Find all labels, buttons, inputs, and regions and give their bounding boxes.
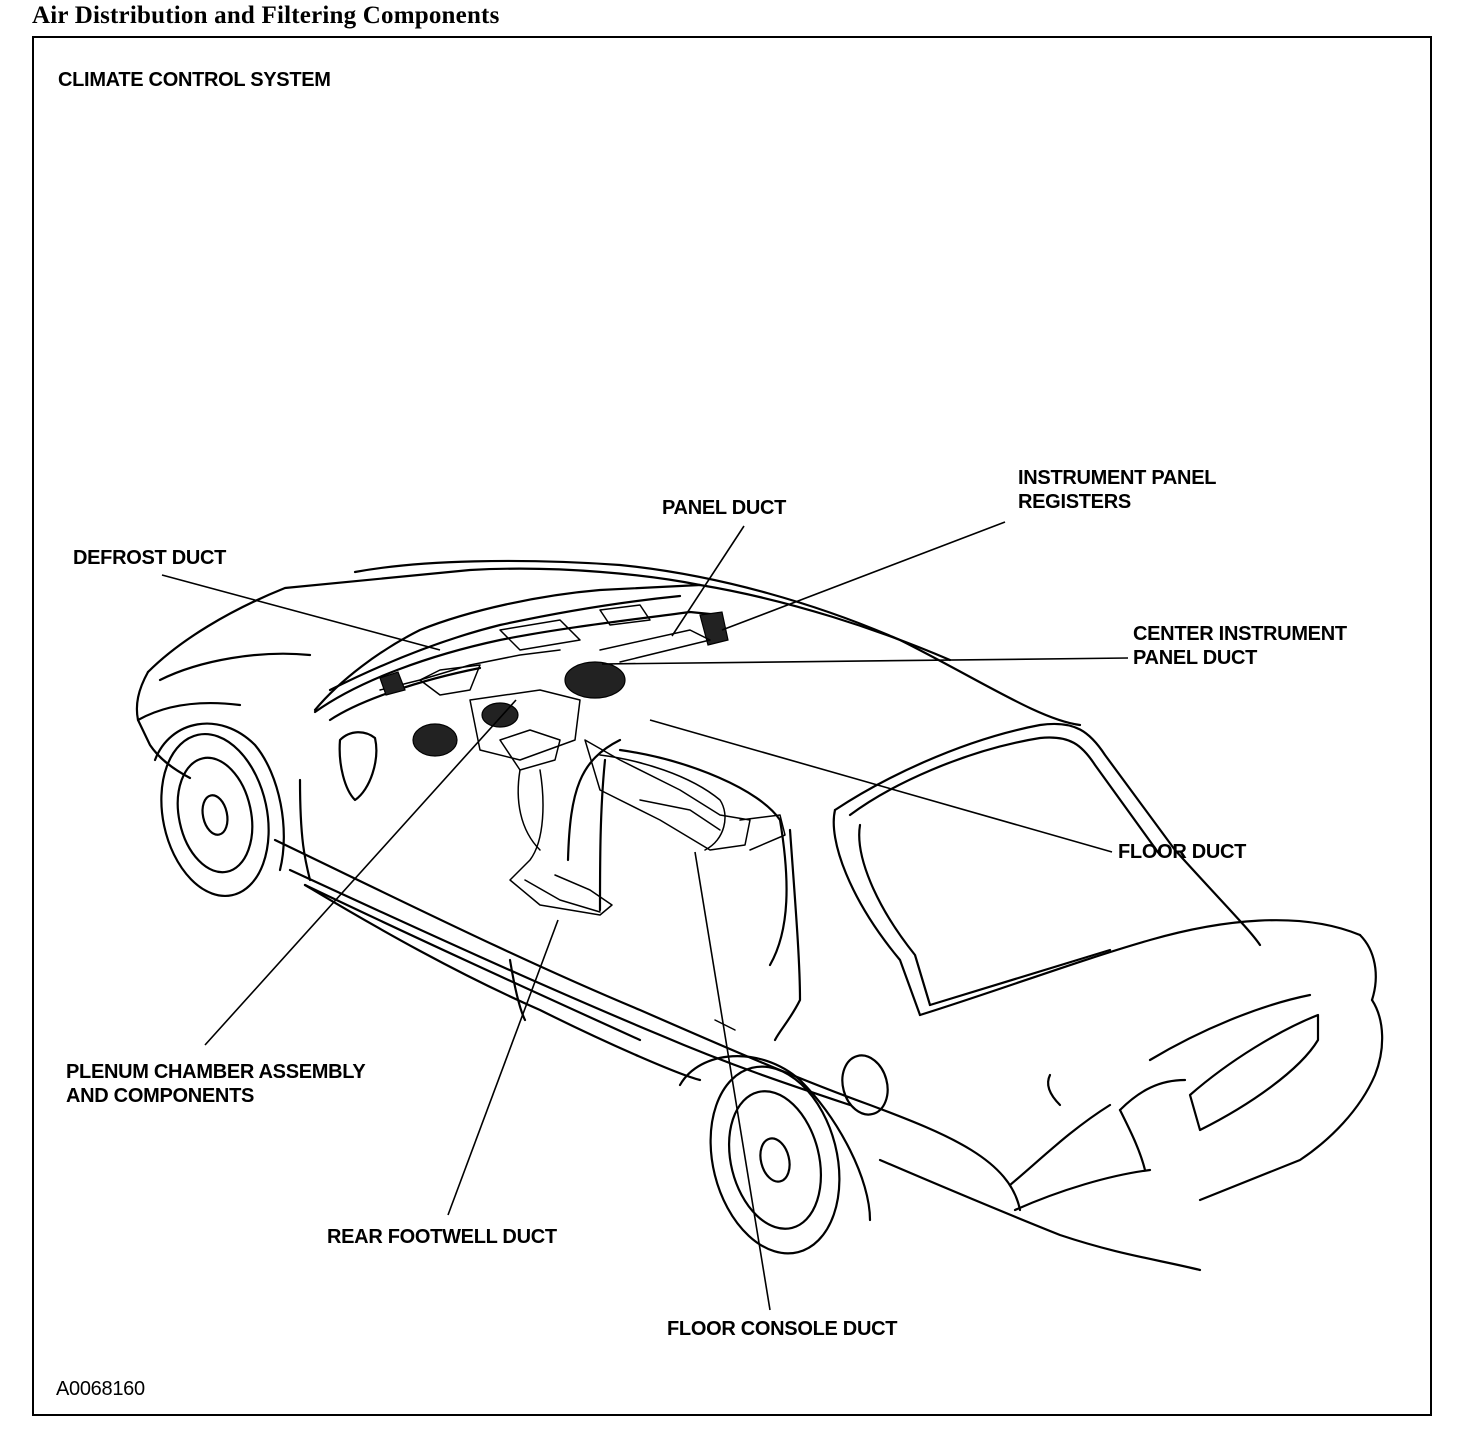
leader-rear-footwell-duct (447, 919, 559, 1216)
callout-line-1: PLENUM CHAMBER ASSEMBLY (66, 1061, 366, 1083)
figure-caption: CLIMATE CONTROL SYSTEM (58, 69, 331, 91)
callout-line-2: REGISTERS (1018, 491, 1131, 513)
duct-assembly (313, 594, 786, 916)
rear-wheel (678, 1055, 872, 1255)
callout-rear-footwell-duct: REAR FOOTWELL DUCT (327, 1226, 557, 1248)
callout-floor-console-duct: FLOOR CONSOLE DUCT (667, 1318, 898, 1340)
callout-line-1: CENTER INSTRUMENT (1133, 623, 1347, 645)
front-wheel (153, 722, 285, 898)
leader-floor-duct (649, 719, 1113, 853)
page-title: Air Distribution and Filtering Component… (32, 2, 500, 29)
callout-center-instrument-panel-duct: CENTER INSTRUMENT PANEL DUCT (1133, 622, 1347, 670)
leader-defrost-duct (161, 574, 441, 651)
callout-line-2: PANEL DUCT (1133, 647, 1258, 669)
leader-lines (161, 521, 1129, 1311)
callout-panel-duct: PANEL DUCT (662, 497, 787, 519)
leader-plenum-chamber (204, 699, 517, 1046)
car-body (135, 559, 1384, 1272)
figure-id: A0068160 (56, 1378, 145, 1400)
leader-panel-duct (671, 525, 745, 637)
callout-instrument-panel-registers: INSTRUMENT PANEL REGISTERS (1018, 466, 1216, 514)
leader-instrument-panel-registers (721, 521, 1006, 631)
callout-defrost-duct: DEFROST DUCT (73, 547, 227, 569)
callout-floor-duct: FLOOR DUCT (1118, 841, 1247, 863)
callout-line-1: INSTRUMENT PANEL (1018, 467, 1217, 489)
callout-line-2: AND COMPONENTS (66, 1085, 255, 1107)
leader-floor-console-duct (694, 851, 771, 1311)
leader-center-instrument-panel-duct (601, 657, 1129, 665)
figure-frame (32, 36, 1432, 1416)
callout-plenum-chamber: PLENUM CHAMBER ASSEMBLY AND COMPONENTS (66, 1060, 366, 1108)
